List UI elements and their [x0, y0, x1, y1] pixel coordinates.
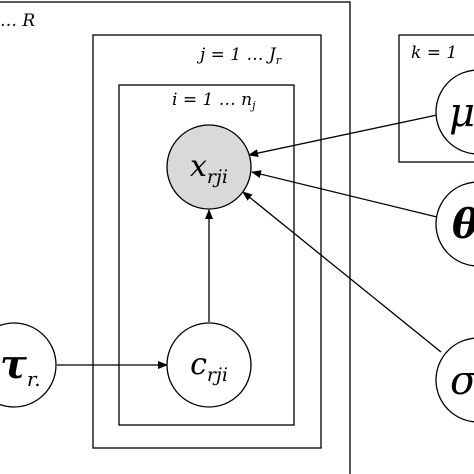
plate-inner-i [118, 84, 295, 426]
svg-text:μ: μ [449, 90, 474, 136]
plate-right-k [398, 34, 474, 163]
plate-middle-j [92, 34, 322, 449]
edge-mu-to-x [248, 114, 438, 158]
node-x-rji: xrji [166, 124, 252, 210]
svg-text:τr.: τr. [0, 341, 41, 391]
node-tau-r: τr. [0, 322, 57, 408]
plate-middle-j-label: j = 1 … Jr [196, 45, 282, 67]
plate-right-k-label: k = 1 [411, 43, 457, 63]
svg-text:σ: σ [450, 358, 474, 404]
node-c-rji: crji [166, 322, 252, 408]
node-theta: θ [435, 181, 474, 267]
node-mu: μ [435, 69, 474, 155]
svg-text:crji: crji [190, 347, 228, 386]
node-sigma: σ [435, 337, 474, 423]
edge-theta-to-x [251, 170, 438, 218]
svg-text:xrji: xrji [190, 149, 228, 188]
plate-outer-r [0, 1, 351, 474]
edge-sigma-to-x [242, 191, 442, 353]
plate-inner-i-label: i = 1 … nj [172, 90, 256, 112]
svg-text:θ: θ [452, 201, 474, 248]
plate-outer-r-label: … R [0, 11, 35, 31]
